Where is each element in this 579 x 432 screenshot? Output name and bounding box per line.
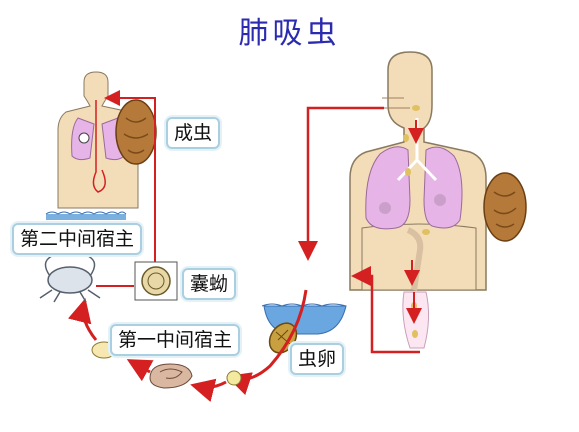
small-water-strip: [45, 211, 127, 220]
adult-worm-right: [483, 172, 527, 242]
infection-arrow: [104, 90, 156, 262]
exit-path: [298, 106, 420, 354]
snail-host: [149, 363, 193, 389]
crab-host: [39, 255, 101, 303]
internal-migration-arrows: [404, 120, 424, 324]
label-metacercaria: 囊蚴: [182, 268, 237, 300]
page-title: 肺吸虫: [238, 16, 341, 51]
lifecycle-curve-arrow: [68, 289, 308, 403]
label-first-intermediate-host: 第一中间宿主: [110, 324, 241, 356]
label-second-intermediate-host: 第二中间宿主: [12, 223, 143, 255]
metacercaria-image: [134, 261, 178, 301]
miracidium: [226, 370, 242, 386]
label-egg: 虫卵: [290, 343, 345, 375]
label-adult: 成虫: [166, 117, 221, 149]
adult-worm-left: [115, 99, 157, 165]
